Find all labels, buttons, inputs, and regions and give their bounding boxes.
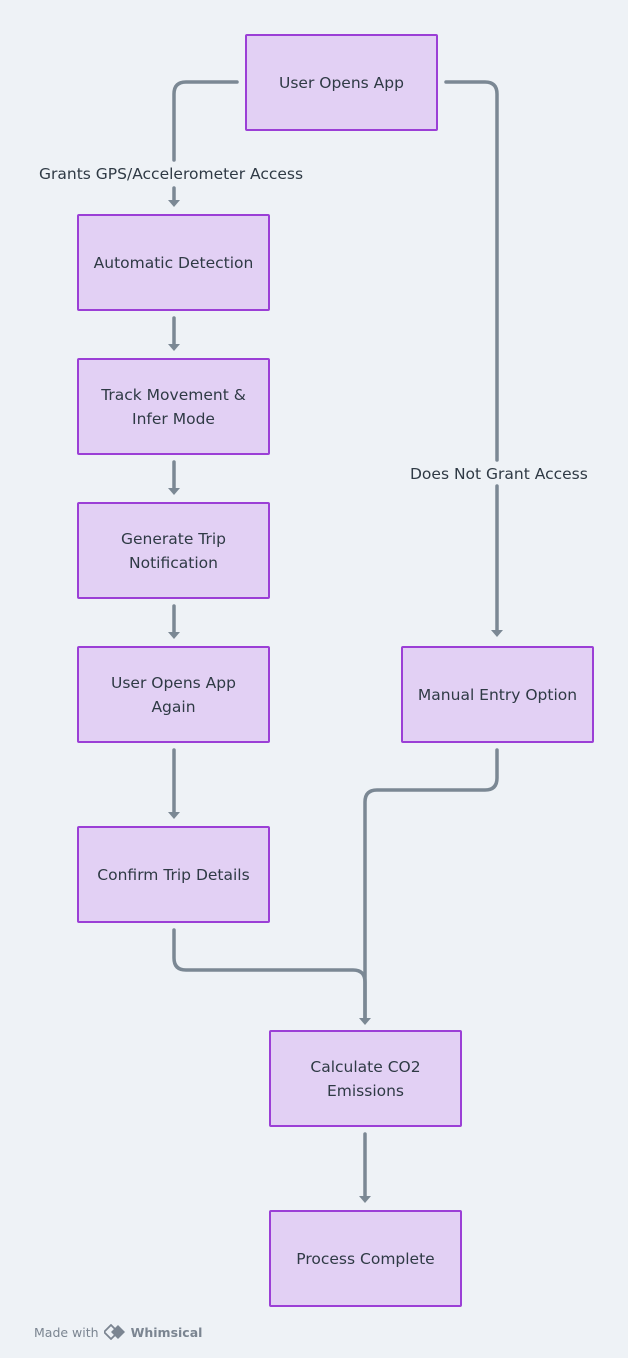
node-user-opens-app[interactable]: User Opens App [245,34,438,131]
whimsical-brand-name: Whimsical [130,1324,203,1340]
arrowhead-calculate-co2 [359,1018,371,1025]
arrowhead-confirm-trip-details [168,812,180,819]
node-automatic-detection[interactable]: Automatic Detection [77,214,270,311]
node-user-opens-app-again[interactable]: User Opens App Again [77,646,270,743]
node-generate-notification[interactable]: Generate Trip Notification [77,502,270,599]
arrowhead-process-complete [359,1196,371,1203]
edge-label-does-not-grant-access: Does Not Grant Access [410,464,588,484]
node-track-movement[interactable]: Track Movement & Infer Mode [77,358,270,455]
arrowhead-automatic-detection [168,200,180,207]
node-manual-entry-option[interactable]: Manual Entry Option [401,646,594,743]
node-calculate-co2[interactable]: Calculate CO2 Emissions [269,1030,462,1127]
edge-label-grants-access: Grants GPS/Accelerometer Access [39,164,304,184]
arrowhead-track-movement [168,344,180,351]
node-process-complete[interactable]: Process Complete [269,1210,462,1307]
edge-user-opens-app-to-manual-entry [444,80,499,632]
edge-manual-entry-to-calculate-co2 [363,748,499,1020]
made-with-text: Made with [34,1324,99,1340]
arrowhead-manual-entry [491,630,503,637]
arrowhead-user-opens-app-again [168,632,180,639]
edge-confirm-trip-details-to-calculate-co2 [172,928,367,1020]
made-with-footer[interactable]: Made with Whimsical [34,1322,202,1342]
arrowhead-generate-notification [168,488,180,495]
node-confirm-trip-details[interactable]: Confirm Trip Details [77,826,270,923]
edge-user-opens-app-to-automatic-detection [172,80,239,202]
whimsical-logo-icon [103,1324,125,1340]
arrowheads [168,200,503,1203]
